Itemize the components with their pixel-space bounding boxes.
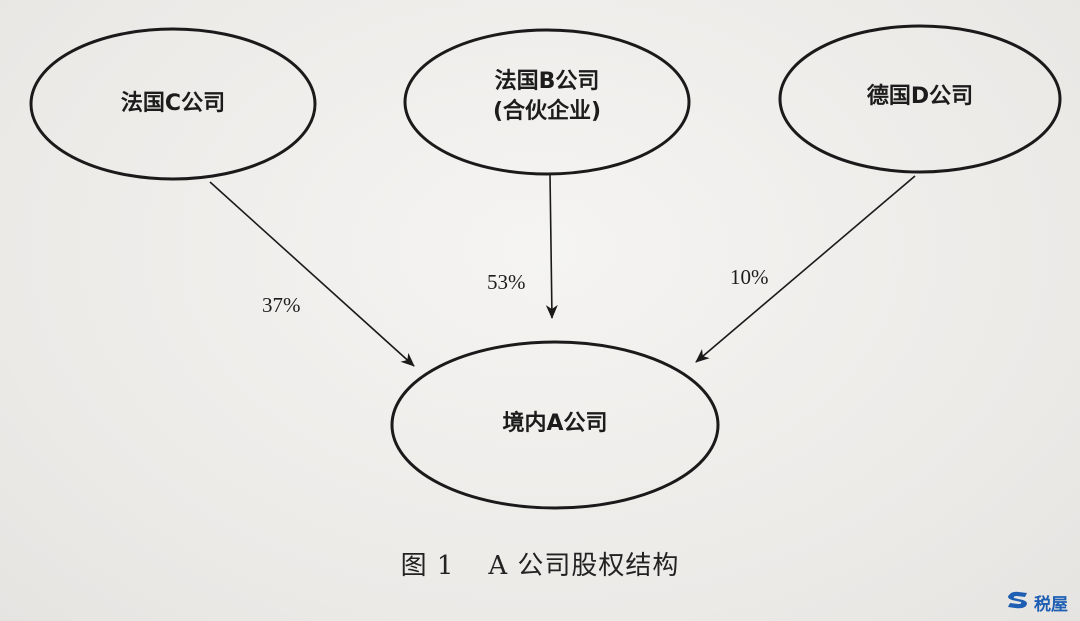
figure-title: A 公司股权结构 xyxy=(488,551,680,581)
node-ellipse-germany-d xyxy=(778,24,1062,174)
node-label-domestic-a-text: 境内A公司 xyxy=(502,411,608,436)
node-ellipse-france-c xyxy=(29,27,317,181)
figure-caption: 图 1 A 公司股权结构 xyxy=(0,545,1080,582)
figure-number: 图 1 xyxy=(400,551,455,581)
node-ellipse-france-b xyxy=(403,28,691,176)
watermark: 税屋 xyxy=(1006,590,1068,615)
watermark-logo-icon xyxy=(1006,590,1030,615)
edge-arrow-b-to-a xyxy=(545,173,558,319)
node-label-france-b: 法国B公司 (合伙企业) xyxy=(457,67,637,127)
edge-arrow-c-to-a xyxy=(209,181,415,367)
node-label-france-b-line2: (合伙企业) xyxy=(492,99,602,124)
edge-label-c-to-a: 37% xyxy=(262,293,301,317)
node-label-france-c-text: 法国C公司 xyxy=(120,91,226,116)
node-label-domestic-a: 境内A公司 xyxy=(465,409,645,439)
node-label-germany-d: 德国D公司 xyxy=(830,82,1010,112)
watermark-text: 税屋 xyxy=(1034,595,1068,615)
node-ellipse-domestic-a xyxy=(390,340,720,510)
node-label-france-c: 法国C公司 xyxy=(83,89,263,119)
edge-arrow-d-to-a xyxy=(695,175,916,363)
edge-label-d-to-a: 10% xyxy=(730,265,769,289)
node-label-germany-d-text: 德国D公司 xyxy=(866,84,974,109)
edge-label-b-to-a: 53% xyxy=(487,270,526,294)
node-label-france-b-line1: 法国B公司 xyxy=(494,69,600,94)
